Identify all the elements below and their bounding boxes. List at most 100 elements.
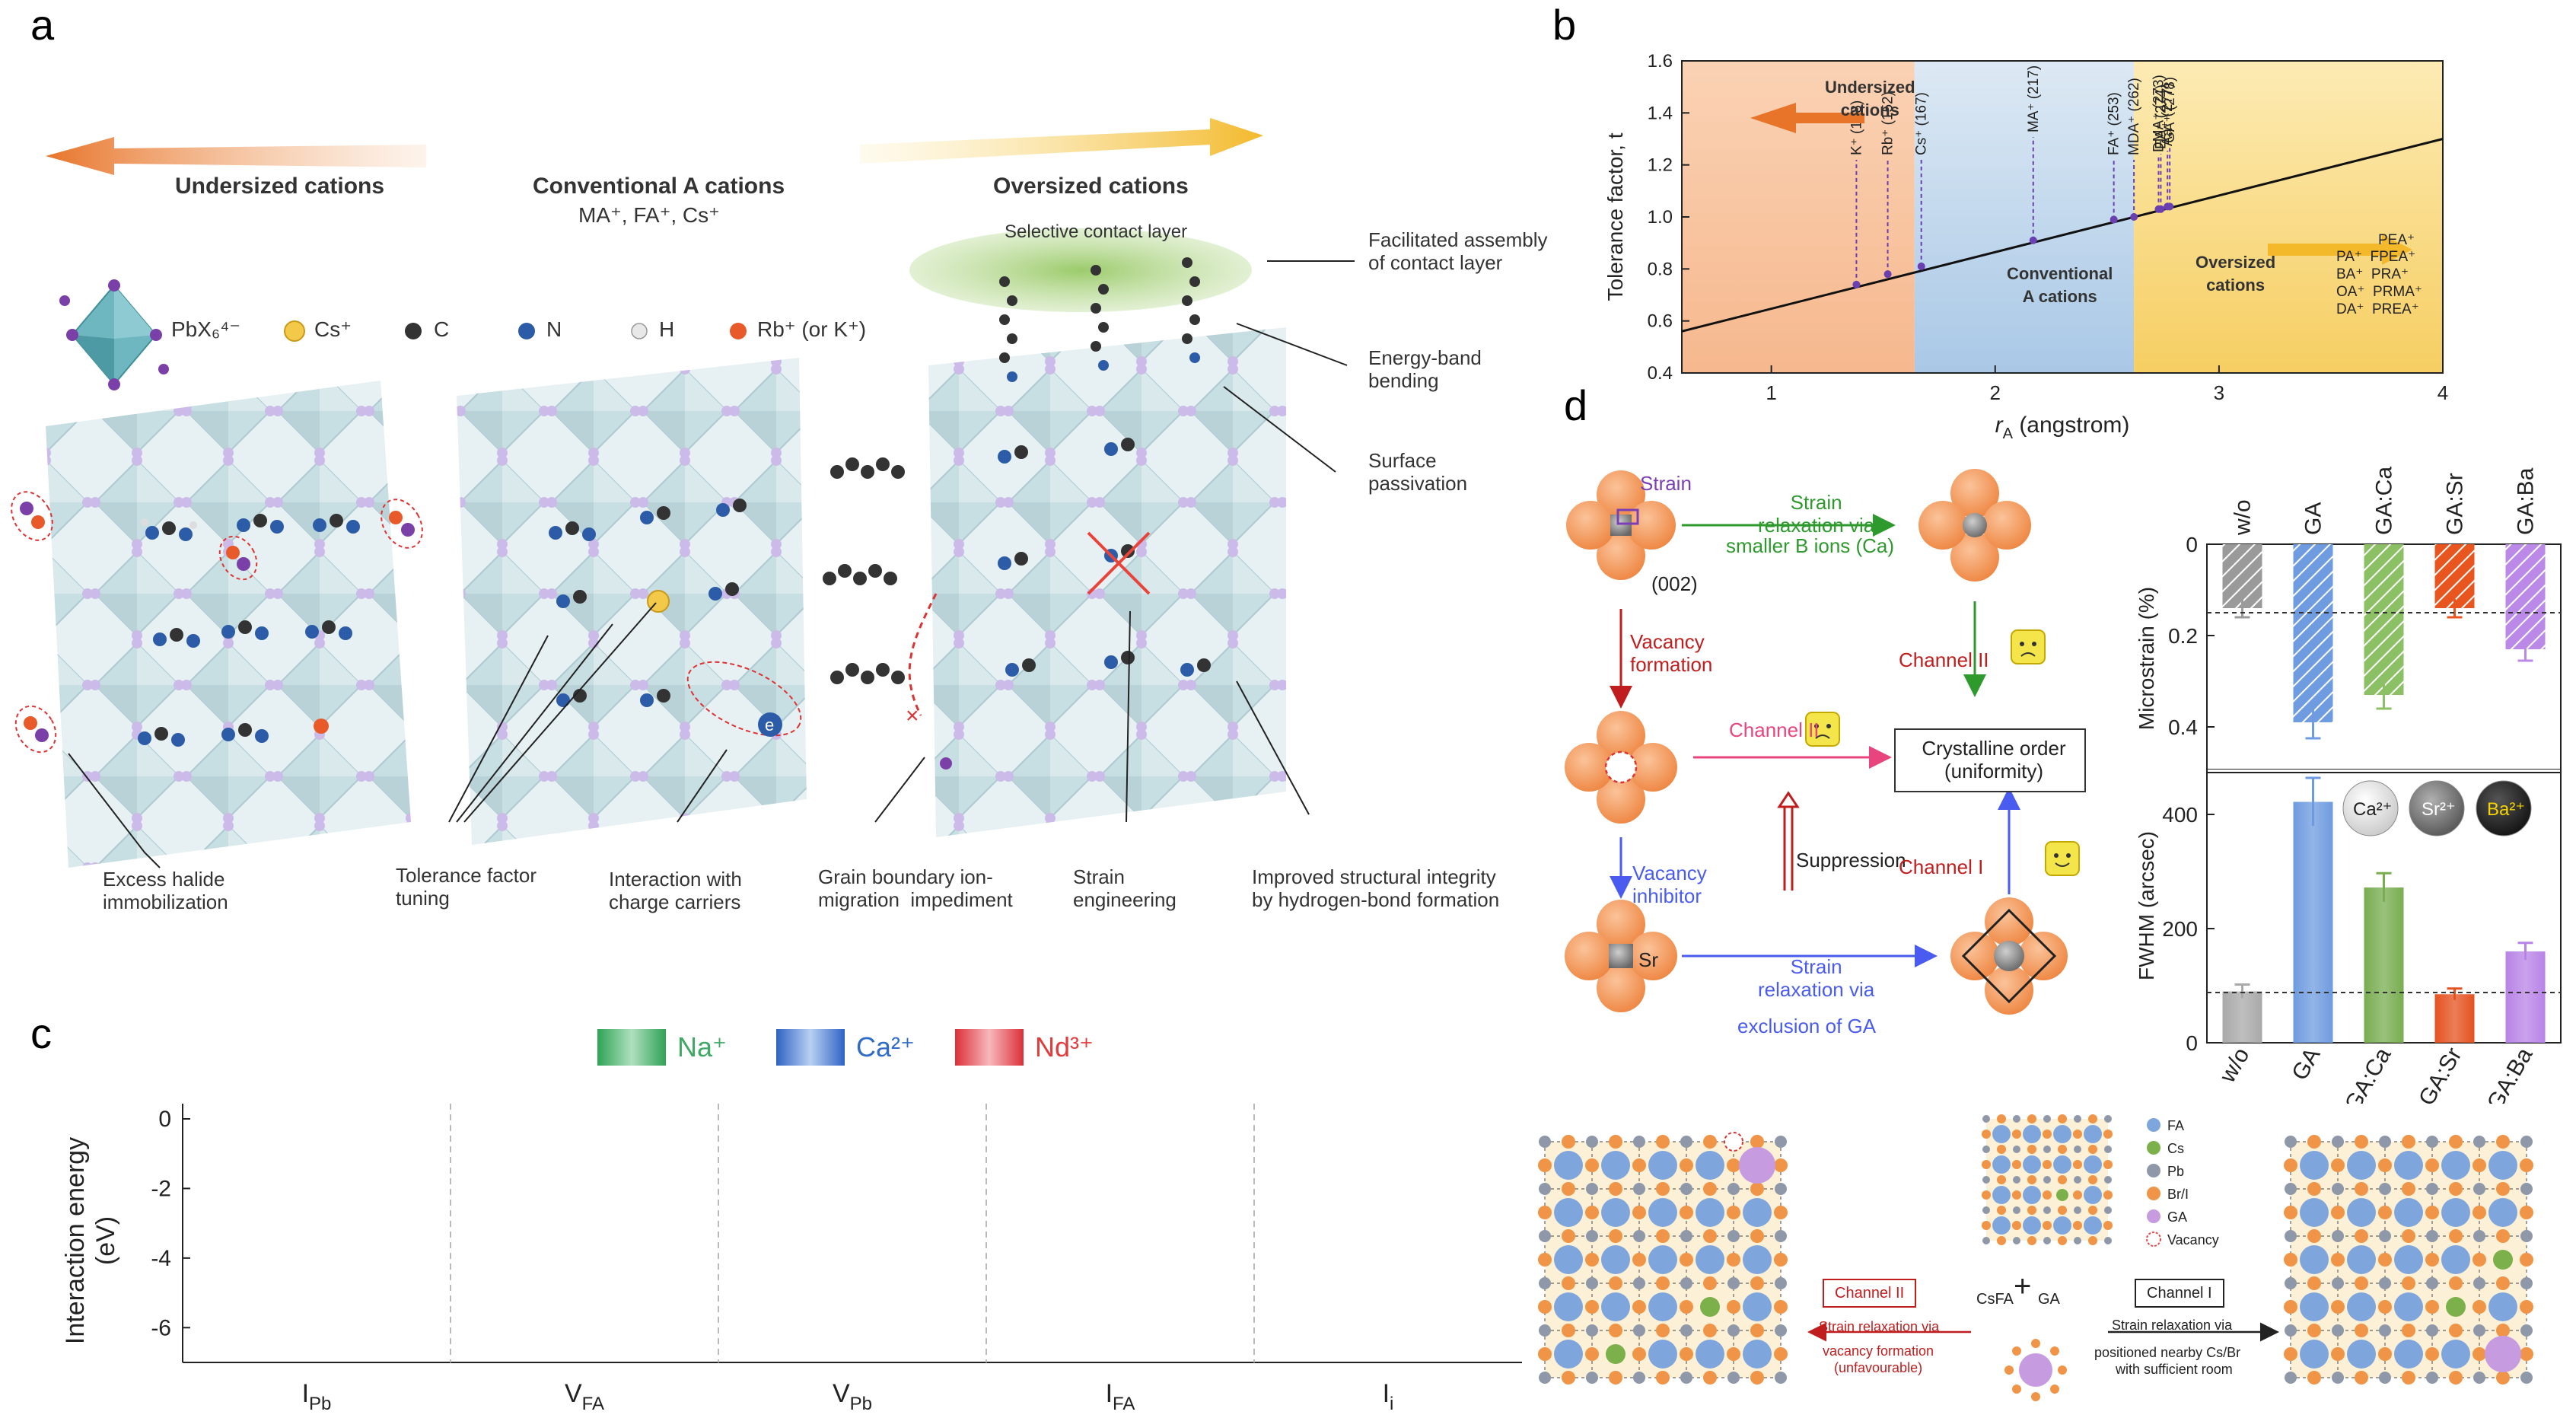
pb-atom: [1775, 1230, 1787, 1242]
halide-atom: [2473, 1347, 2486, 1361]
fa-atom: [1554, 1198, 1583, 1227]
fa-atom: [2300, 1245, 2329, 1274]
pb-atom: [1586, 1277, 1598, 1289]
halide-atom: [2473, 1253, 2486, 1267]
pb-atom: [2013, 1115, 2020, 1123]
molecules: [138, 257, 1211, 747]
ion-sphere: [2476, 780, 2532, 836]
halide-atom: [1609, 1229, 1622, 1243]
pb-atom: [2074, 1146, 2081, 1153]
point-label: EA⁺ (274): [2153, 84, 2169, 149]
strain-label: Strain: [1640, 472, 1692, 495]
halide-atom: [1585, 1300, 1599, 1314]
x-axis-label: rA (angstrom): [1995, 413, 2130, 441]
point-label: MDA⁺ (262): [2126, 78, 2142, 155]
a-site-atom: [2084, 1125, 2102, 1143]
pb-atom: [2104, 1115, 2112, 1123]
pb-atom: [2074, 1176, 2081, 1184]
bar: [2364, 887, 2404, 1043]
halide-atom: [1774, 1253, 1788, 1267]
point-label: DMA⁺ (273): [2151, 75, 2167, 152]
halide-atom: [2050, 1346, 2059, 1356]
point-marker: [2130, 213, 2138, 221]
cluster-relaxed-ga: [1950, 897, 2068, 1015]
halide-atom: [1774, 1300, 1788, 1314]
pb-atom: [1982, 1206, 1990, 1214]
category-label: VPb: [833, 1379, 872, 1414]
legend-rb-label: Rb⁺ (or K⁺): [757, 317, 867, 341]
halide-atom: [1703, 1135, 1717, 1149]
pb-atom: [2473, 1183, 2485, 1195]
electron-interaction: [686, 661, 802, 737]
vacancy-inhibitor-label: Vacancy inhibitor: [1632, 862, 1707, 907]
a-site-atom: [2084, 1155, 2102, 1174]
legend-label: GA: [2167, 1209, 2187, 1225]
y-tick-label: 0.6: [1648, 311, 1673, 332]
halide-atom: [1562, 1182, 1575, 1196]
y-tick-label: -2: [151, 1176, 171, 1201]
halide-atom: [1997, 1206, 2006, 1215]
cluster-sr: [1565, 900, 1677, 1012]
pb-atom: [2104, 1206, 2112, 1214]
pb-atom: [2285, 1230, 2297, 1242]
halide-atom: [2012, 1190, 2021, 1200]
category-label: GA:Sr: [2443, 473, 2468, 535]
label-grain: Grain boundary ion- migration impediment: [818, 865, 1013, 911]
point-marker: [1917, 262, 1925, 270]
pb-atom: [2473, 1230, 2485, 1242]
halide-atom: [1656, 1229, 1670, 1243]
halide-atom: [2058, 1206, 2067, 1215]
halide-atom: [2103, 1221, 2113, 1230]
legend-octahedron-label: PbX₆⁴⁻: [171, 317, 241, 341]
pb-atom: [1539, 1372, 1551, 1384]
halide-atom: [2012, 1385, 2021, 1394]
crystal-conventional: [457, 358, 807, 845]
halide-atom: [2012, 1346, 2021, 1356]
halide-atom: [1656, 1276, 1670, 1290]
halide-atom: [1609, 1371, 1622, 1385]
a-site-atom: [2053, 1125, 2071, 1143]
halide-atom: [2496, 1182, 2510, 1196]
halide-atom: [2284, 1347, 2297, 1361]
cs-legend-icon: [284, 320, 305, 342]
category-label: GA:Sr: [2414, 1044, 2466, 1104]
halide-atom: [2496, 1229, 2510, 1243]
pb-atom: [1727, 1277, 1740, 1289]
pb-atom: [1633, 1136, 1645, 1148]
halide-atom: [1727, 1253, 1740, 1267]
plane-label: (002): [1651, 572, 1698, 595]
fa-atom: [1554, 1151, 1583, 1180]
pb-atom: [1586, 1324, 1598, 1337]
oversized-header: Oversized cations: [993, 174, 1189, 199]
a-site-atom: [1992, 1216, 2011, 1235]
halide-atom: [1609, 1182, 1622, 1196]
halide-atom: [1680, 1347, 1693, 1361]
halide-atom: [2331, 1206, 2345, 1219]
halide-atom: [1727, 1347, 1740, 1361]
a-site-atom: [2023, 1125, 2041, 1143]
halide-atom: [2473, 1300, 2486, 1314]
halide-atom: [1703, 1371, 1717, 1385]
halide-atom: [2496, 1324, 2510, 1337]
sr-ion-label: Sr²⁺: [2422, 799, 2456, 820]
halide-atom: [1680, 1300, 1693, 1314]
halide-atom: [2520, 1206, 2533, 1219]
pb-atom: [2379, 1136, 2391, 1148]
bar: [2434, 994, 2475, 1043]
y-tick-label: 0.4: [2168, 715, 2198, 739]
b-conventional-label: Conventional A cations: [2007, 264, 2113, 306]
halide-atom: [2050, 1385, 2059, 1394]
halide-atom: [2355, 1135, 2368, 1149]
halide-atom: [1982, 1221, 1991, 1230]
halide-atom: [2355, 1371, 2368, 1385]
channel-ii-mid-label: Channel II: [1729, 719, 1820, 741]
halide-atom: [2520, 1253, 2533, 1267]
lattice-channel-ii-box: Channel II: [1823, 1279, 1917, 1308]
halide-atom: [1585, 1347, 1599, 1361]
pb-atom: [2013, 1176, 2020, 1184]
pb-atom: [2379, 1324, 2391, 1337]
fa-atom: [2441, 1340, 2470, 1369]
label-integrity: Improved structural integrity by hydroge…: [1252, 865, 1500, 911]
halide-atom: [2103, 1130, 2113, 1139]
halide-atom: [1727, 1300, 1740, 1314]
